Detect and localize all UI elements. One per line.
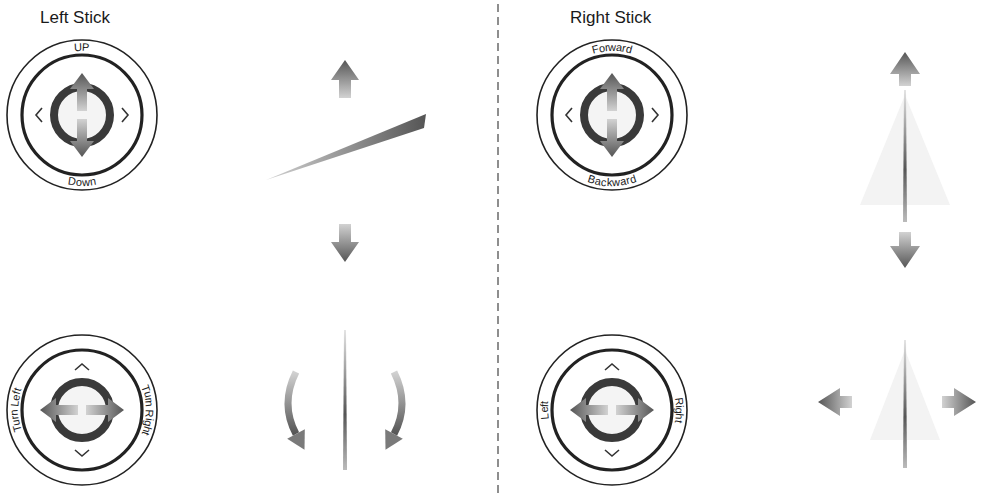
direction-label: Forward — [589, 41, 636, 56]
stick-knob — [570, 364, 654, 456]
direction-label: Backward — [585, 173, 639, 189]
joystick-outline — [533, 331, 691, 489]
joystick-circle: UP Down — [3, 36, 161, 194]
direction-label: UP — [72, 41, 93, 54]
joystick-outline — [3, 331, 161, 489]
joystick-outline — [3, 36, 161, 194]
joystick-circle: Left Right — [533, 331, 691, 489]
direction-label: Left — [538, 396, 551, 423]
direction-label: Turn Right — [139, 382, 156, 441]
yaw-illustration — [287, 330, 403, 470]
direction-label: Down — [65, 175, 99, 189]
joystick-outline — [533, 36, 691, 194]
roll-illustration — [818, 340, 976, 468]
joystick-circle: Turn Left Turn Right — [3, 331, 161, 489]
direction-label: Turn Left — [8, 383, 24, 435]
stick-knob — [40, 364, 124, 456]
direction-label: Right — [672, 395, 686, 428]
stick-knob — [36, 73, 128, 157]
stick-heading: Right Stick — [570, 8, 651, 28]
altitude-illustration — [266, 60, 426, 262]
joystick-circle: ForwardBackward — [533, 36, 691, 194]
divider-line — [497, 4, 498, 494]
pitch-illustration — [860, 52, 950, 268]
stick-heading: Left Stick — [40, 8, 110, 28]
stick-knob — [566, 73, 658, 157]
